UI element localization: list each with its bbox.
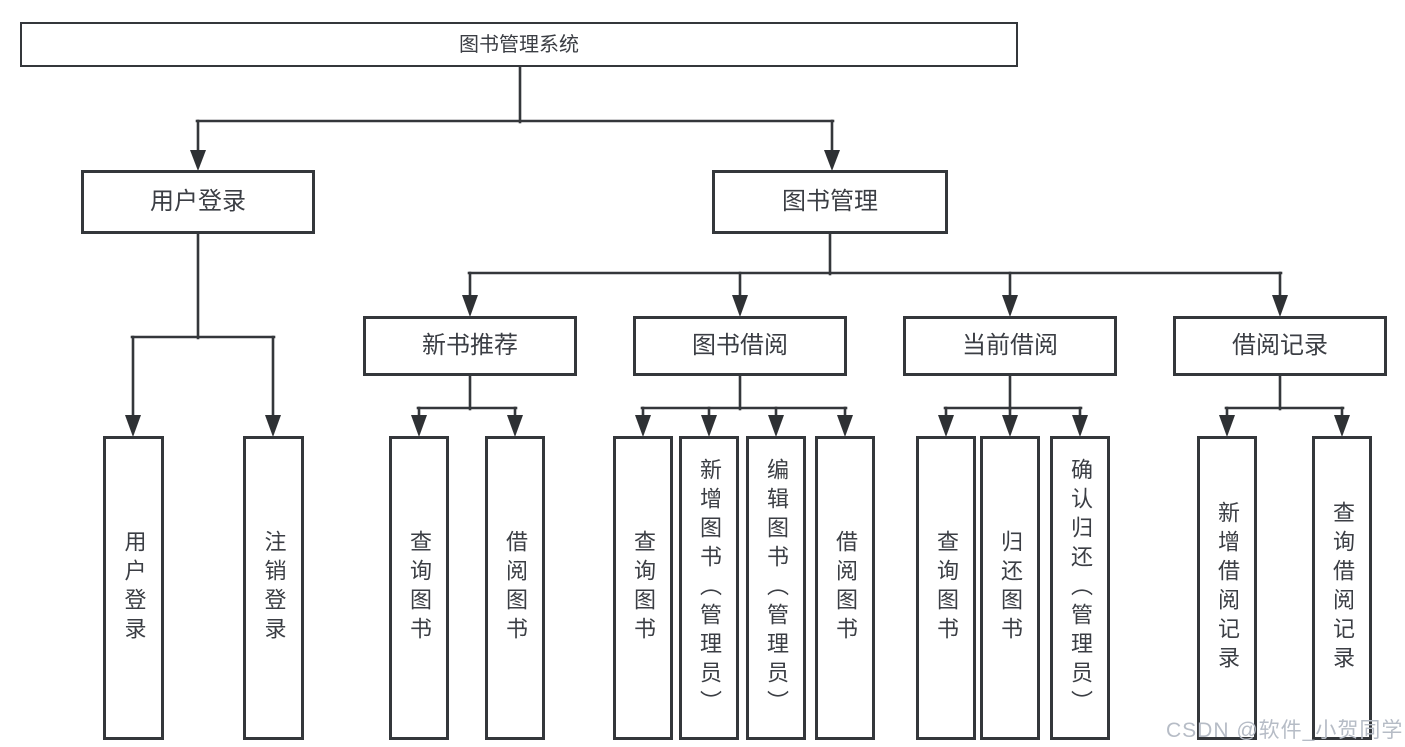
node-leaf-borrowing-query-books: 查询图书	[613, 436, 673, 740]
node-leaf-borrowing-edit-books-admin: 编辑图书（管理员）	[746, 436, 806, 740]
connector-book-borrowing-to-leaves	[635, 374, 853, 437]
node-new-book-recommend: 新书推荐	[363, 316, 577, 376]
connector-root-to-level1	[190, 65, 840, 171]
connector-book-management-to-level2	[462, 232, 1288, 317]
node-leaf-current-return-books: 归还图书	[980, 436, 1040, 740]
node-leaf-user-login: 用户登录	[103, 436, 164, 740]
connector-current-borrowing-to-leaves	[938, 374, 1088, 437]
connector-borrowing-records-to-leaves	[1219, 374, 1350, 437]
node-user-login: 用户登录	[81, 170, 315, 234]
node-borrowing-records: 借阅记录	[1173, 316, 1387, 376]
node-book-management: 图书管理	[712, 170, 948, 234]
node-leaf-records-query-record: 查询借阅记录	[1312, 436, 1372, 740]
node-leaf-borrowing-borrow-books: 借阅图书	[815, 436, 875, 740]
connector-new-books-to-leaves	[411, 374, 523, 437]
node-leaf-current-query-books: 查询图书	[916, 436, 976, 740]
node-leaf-newbooks-borrow-books: 借阅图书	[485, 436, 545, 740]
node-leaf-records-add-record: 新增借阅记录	[1197, 436, 1257, 740]
node-leaf-logout: 注销登录	[243, 436, 304, 740]
node-leaf-borrowing-add-books-admin: 新增图书（管理员）	[679, 436, 739, 740]
node-book-borrowing: 图书借阅	[633, 316, 847, 376]
connector-user-login-to-leaves	[125, 232, 281, 437]
node-book-management-system: 图书管理系统	[20, 22, 1018, 67]
node-leaf-newbooks-query-books: 查询图书	[389, 436, 449, 740]
watermark-text: CSDN @软件_小贺同学	[1166, 719, 1404, 742]
node-current-borrowing: 当前借阅	[903, 316, 1117, 376]
node-leaf-current-confirm-return-admin: 确认归还（管理员）	[1050, 436, 1110, 740]
